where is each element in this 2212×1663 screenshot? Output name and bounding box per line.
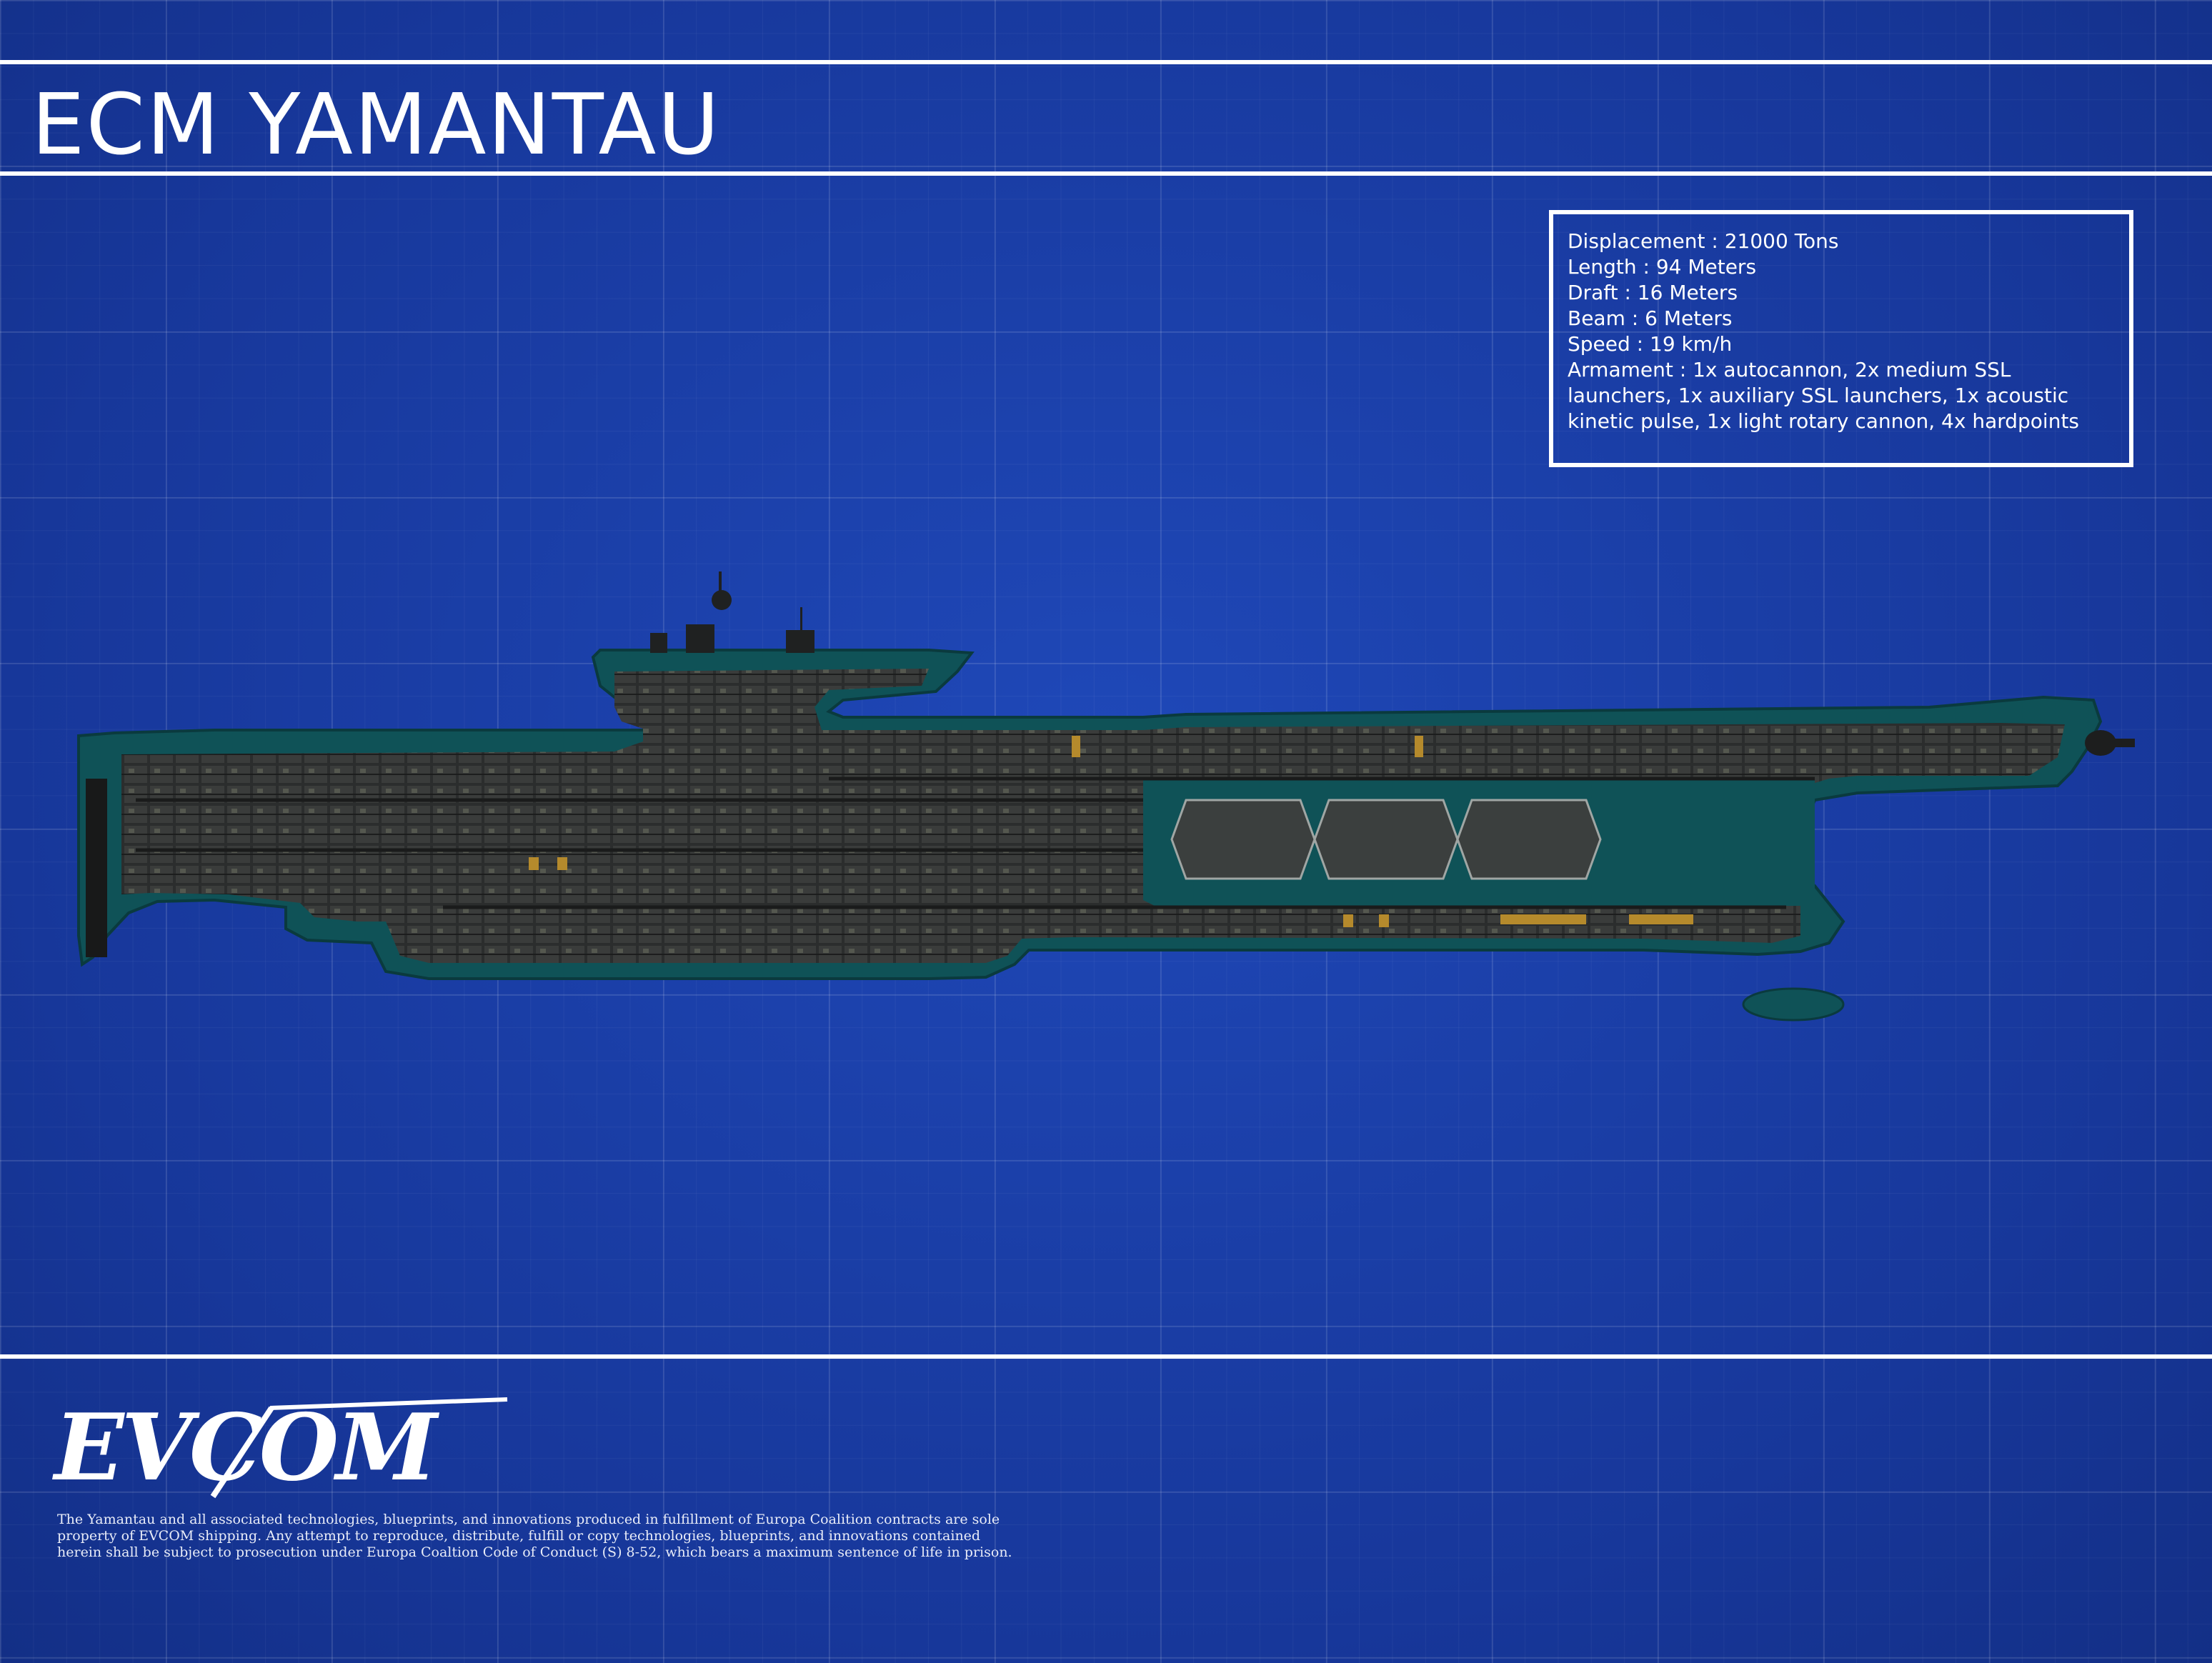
header-rule-top [0,60,2212,64]
spec-displacement: Displacement : 21000 Tons [1568,229,1839,253]
hull-interior [121,669,2065,963]
stern-fin [86,779,107,957]
logo-slash-icon [210,1397,508,1499]
spec-beam: Beam : 6 Meters [1568,306,1733,330]
footer-rule [0,1354,2212,1359]
spec-armament: Armament : 1x autocannon, 2x medium SSL … [1568,358,2080,433]
spec-length: Length : 94 Meters [1568,255,1757,279]
spec-speed: Speed : 19 km/h [1568,332,1733,356]
page-title: ECM YAMANTAU [31,75,721,174]
spec-draft: Draft : 16 Meters [1568,281,1738,304]
hangar-pod [1456,799,1602,880]
specs-panel: Displacement : 21000 Tons Length : 94 Me… [1549,210,2133,467]
legal-notice: The Yamantau and all associated technolo… [57,1512,1012,1560]
submarine-cutaway-icon [77,571,2135,1022]
hangar-pod [1313,799,1459,880]
ship-blueprint [71,564,2143,1050]
header-rule-bottom [0,171,2212,176]
evcom-logo: EVCOM [50,1389,508,1504]
hangar-pod [1170,799,1316,880]
